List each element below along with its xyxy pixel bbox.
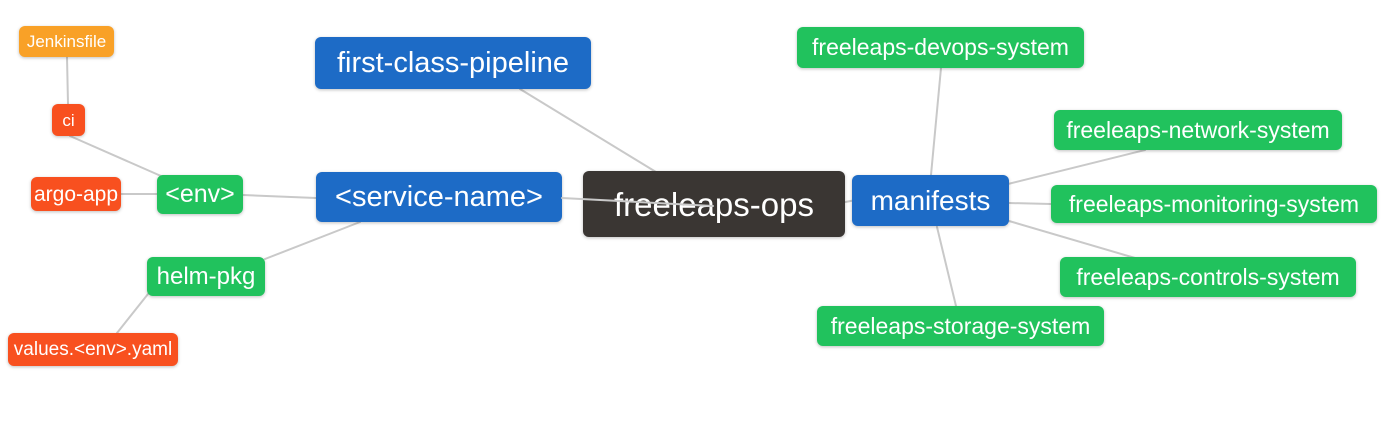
- node-label: values.<env>.yaml: [13, 339, 173, 360]
- node-label: ci: [62, 110, 75, 130]
- node-label: freeleaps-ops: [614, 185, 814, 223]
- edge-env-to-service-name: [242, 194, 317, 199]
- node-first-class-pipeline[interactable]: first-class-pipeline: [315, 37, 591, 89]
- node-jenkinsfile[interactable]: Jenkinsfile: [19, 26, 114, 57]
- node-label: helm-pkg: [156, 262, 256, 290]
- node-label: freeleaps-storage-system: [830, 312, 1091, 339]
- node-label: <service-name>: [335, 180, 543, 213]
- edge-manifests-to-freeleaps-storage-system: [936, 226, 957, 307]
- edge-first-class-pipeline-to-freeleaps-ops: [519, 88, 657, 173]
- edge-jenkinsfile-to-ci: [66, 56, 69, 105]
- node-argo-app[interactable]: argo-app: [31, 177, 121, 211]
- node-service-name[interactable]: <service-name>: [316, 172, 562, 222]
- node-label: <env>: [165, 180, 235, 208]
- node-freeleaps-ops[interactable]: freeleaps-ops: [583, 171, 845, 237]
- edge-helm-pkg-to-service-name: [264, 221, 361, 260]
- node-label: freeleaps-controls-system: [1076, 263, 1340, 290]
- node-manifests[interactable]: manifests: [852, 175, 1009, 226]
- node-label: Jenkinsfile: [26, 32, 107, 51]
- node-label: freeleaps-devops-system: [812, 34, 1069, 60]
- edge-manifests-to-freeleaps-network-system: [1007, 149, 1146, 185]
- edge-manifests-to-freeleaps-devops-system: [930, 67, 942, 176]
- node-label: manifests: [870, 184, 991, 216]
- node-freeleaps-network-system[interactable]: freeleaps-network-system: [1054, 110, 1342, 150]
- edge-ci-to-env: [69, 135, 162, 177]
- node-label: argo-app: [33, 182, 119, 206]
- node-freeleaps-storage-system[interactable]: freeleaps-storage-system: [817, 306, 1104, 346]
- edge-manifests-to-freeleaps-controls-system: [1008, 220, 1136, 259]
- node-values-env-yaml[interactable]: values.<env>.yaml: [8, 333, 178, 366]
- edge-manifests-to-freeleaps-monitoring-system: [1008, 202, 1052, 205]
- edge-helm-pkg-to-values-env-yaml: [116, 293, 149, 334]
- node-label: first-class-pipeline: [336, 46, 570, 79]
- node-freeleaps-devops-system[interactable]: freeleaps-devops-system: [797, 27, 1084, 68]
- node-helm-pkg[interactable]: helm-pkg: [147, 257, 265, 296]
- node-label: freeleaps-network-system: [1066, 116, 1330, 143]
- node-env[interactable]: <env>: [157, 175, 243, 214]
- node-ci[interactable]: ci: [52, 104, 85, 136]
- node-freeleaps-controls-system[interactable]: freeleaps-controls-system: [1060, 257, 1356, 297]
- node-freeleaps-monitoring-system[interactable]: freeleaps-monitoring-system: [1051, 185, 1377, 223]
- node-label: freeleaps-monitoring-system: [1068, 190, 1360, 217]
